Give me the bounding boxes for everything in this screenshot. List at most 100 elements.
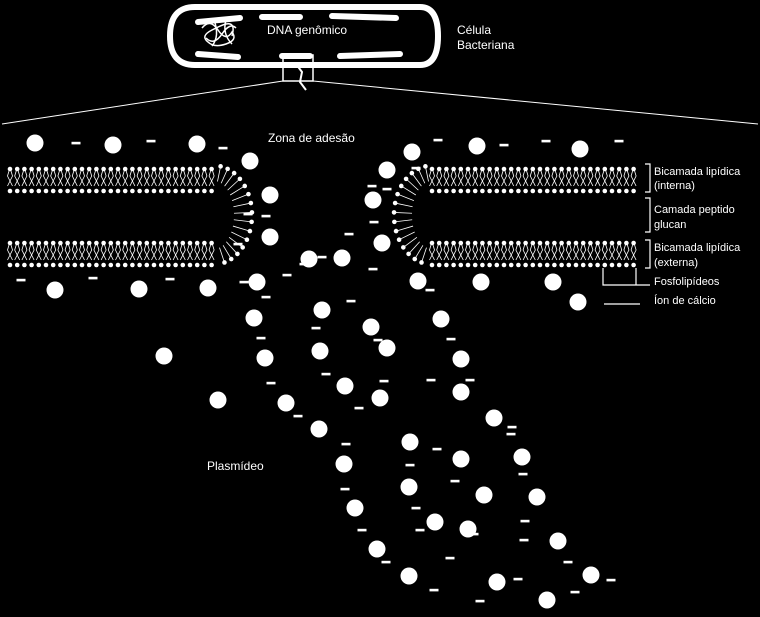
phospholipid-head (86, 262, 92, 268)
calcium-ion-label: Íon de cálcio (654, 294, 716, 307)
phospholipid-tail (616, 244, 623, 261)
phospholipid-head (494, 262, 500, 268)
phospholipid-head (436, 166, 442, 172)
phospholipid-tail (587, 170, 594, 187)
phospholipid-tail (623, 244, 630, 261)
phospholipid-tail (143, 170, 150, 187)
phospholipid-head (580, 262, 586, 268)
negative-charge (520, 519, 530, 523)
phospholipid-head (187, 240, 193, 246)
phospholipid-head (631, 262, 636, 268)
calcium-ion (452, 450, 470, 468)
phospholipid-head (544, 262, 550, 268)
phospholipid-head (494, 188, 500, 194)
phospholipid-head (392, 200, 398, 206)
phospholipid-tail (100, 170, 107, 187)
phospholipid-tail (558, 170, 565, 187)
phospholipid-tail (479, 244, 486, 261)
phospholipid-head (86, 188, 92, 194)
phospholipid-tail (450, 170, 457, 187)
phospholipid-head (86, 166, 92, 172)
phospholipid-head (391, 210, 397, 215)
phospholipid-head (79, 262, 85, 268)
phospholipid-head (516, 166, 521, 172)
phospholipid-head (50, 166, 56, 172)
calcium-ion (199, 279, 217, 297)
bracket-peptidoglycan (645, 197, 651, 233)
phospholipid-head (559, 240, 564, 246)
phospholipid-tail (100, 244, 107, 261)
phospholipid-head (29, 262, 34, 268)
negative-charge (432, 447, 442, 451)
phospholipid-head (151, 166, 157, 172)
phospholipid-tail (208, 244, 215, 261)
phospholipid-head (451, 188, 456, 194)
phospholipid-tail (522, 170, 529, 187)
phospholipid-tail (394, 219, 413, 223)
phospholipid-tail (418, 168, 426, 184)
negative-charge (71, 141, 81, 145)
phospholipid-tail (398, 231, 415, 241)
phospholipid-tail (508, 244, 515, 261)
phospholipid-head (537, 188, 543, 194)
phospholipid-head (122, 188, 128, 194)
phospholipid-head (444, 166, 449, 172)
phospholipid-head (530, 188, 536, 194)
phospholipid-head (180, 188, 186, 194)
phospholipid-head (516, 188, 521, 194)
negative-charge (243, 212, 253, 216)
phospholipid-tail (537, 170, 543, 187)
phospholipid-head (530, 262, 536, 268)
phospholipid-head (458, 166, 464, 172)
phospholipid-head (101, 240, 106, 246)
phospholipid-head (458, 240, 464, 246)
phospholipid-tail (573, 170, 579, 187)
phospholipid-head (472, 188, 478, 194)
negative-charge (88, 276, 98, 280)
phospholipid-tail (179, 170, 186, 187)
phospholipid-head (406, 251, 411, 257)
phospholipid-head (194, 240, 200, 246)
calcium-ion (582, 566, 600, 584)
negative-charge (341, 442, 351, 446)
phospholipid-tail (443, 244, 450, 261)
calcium-ion (400, 567, 418, 585)
phospholipid-head (101, 262, 106, 268)
calcium-ion (364, 191, 382, 209)
phospholipid-tail (14, 170, 21, 187)
negative-charge (614, 139, 624, 143)
negative-charge (465, 378, 475, 382)
phospholipid-head (566, 166, 572, 172)
peptidoglycan-label-2: glucan (654, 219, 686, 231)
phospholipid-tail (623, 170, 630, 187)
cell-membrane-segments (195, 13, 403, 60)
phospholipid-tail (493, 170, 500, 187)
phospholipid-head (137, 166, 142, 172)
phospholipid-head (552, 166, 557, 172)
calcium-ion (245, 309, 263, 327)
phospholipid-head (242, 183, 248, 189)
phospholipid-tail (616, 170, 623, 187)
phospholipid-head (444, 188, 449, 194)
phospholipid-tail (522, 244, 529, 261)
phospholipid-head (530, 240, 536, 246)
phospholipid-tail (79, 170, 85, 187)
phospholipid-head (202, 188, 207, 194)
phospholipid-tail (594, 170, 601, 187)
phospholipid-tail (227, 178, 241, 191)
membrane-right (429, 166, 637, 268)
phospholipid-head (465, 240, 471, 246)
negative-charge (218, 146, 228, 150)
phospholipid-head (218, 164, 223, 169)
phospholipid-head (94, 240, 99, 246)
phospholipid-head (137, 240, 142, 246)
calcium-ion (241, 152, 259, 170)
negative-charge (450, 479, 460, 483)
phospholipid-head (624, 262, 629, 268)
phospholipid-head (602, 262, 608, 268)
phospholipid-head (79, 166, 85, 172)
phospholipid-head (108, 188, 114, 194)
calcium-ion (209, 391, 227, 409)
